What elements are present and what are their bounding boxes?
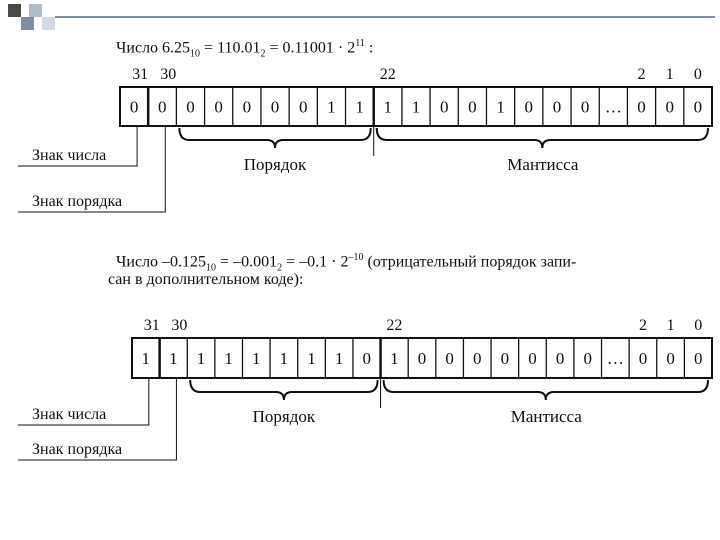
example1-bit-cell: 1 [327, 98, 336, 117]
example2-bit-cell: 0 [528, 349, 537, 368]
example1-bit-cell: 0 [158, 98, 167, 117]
example1-bit-index-31: 31 [132, 66, 148, 83]
example2-note-line2: сан в дополнительном коде): [108, 271, 304, 288]
example1-bit-cell: 0 [271, 98, 280, 117]
example2-bit-cell: 0 [418, 349, 427, 368]
example1-bit-cell: 0 [694, 98, 703, 117]
example2-bit-cell: 1 [142, 349, 151, 368]
example1-caption: Число 6.2510 = 110.012 = 0.11001 · 211 : [116, 38, 374, 60]
example1-bit-cell: 1 [412, 98, 421, 117]
example2-bit-cell: 1 [307, 349, 316, 368]
example2-mantissa-label: Мантисса [511, 407, 583, 426]
example1-decimal-base: 10 [190, 48, 201, 60]
example2-bit-index-1: 1 [667, 317, 675, 334]
example1-caption-tail: : [368, 39, 374, 57]
example2-exp-sign-label: Знак порядка [32, 441, 122, 458]
example1-sign-label: Знак числа [32, 147, 106, 164]
example2-bit-cell: 1 [280, 349, 289, 368]
example1-exponent-label: Порядок [244, 155, 307, 174]
example2-bit-cell: 1 [169, 349, 178, 368]
example2-decimal-base: 10 [206, 262, 217, 274]
header-square-1 [8, 4, 21, 17]
example2-bit-cell: 1 [390, 349, 399, 368]
example2-register-frame [131, 337, 713, 379]
example2-bit-cell: 0 [501, 349, 510, 368]
example1-bit-cell: 0 [299, 98, 308, 117]
example1-bit-cell: 0 [553, 98, 562, 117]
example1-exp-sign-leader [18, 126, 166, 213]
example2-exponent: –10 [348, 252, 364, 263]
example2-normalized-value: –0.1 · 2 [299, 253, 349, 271]
example2-caption-word: Число [116, 253, 159, 271]
example1-bit-index-0: 0 [694, 66, 702, 83]
example2-decimal-value: –0.125 [162, 253, 207, 271]
example1-bit-cell: 1 [496, 98, 505, 117]
example1-exponent-brace [178, 127, 372, 149]
example1-bit-index-30: 30 [160, 66, 176, 83]
example1-bit-cell: 0 [525, 98, 534, 117]
example2-bit-cell: 0 [694, 349, 703, 368]
example1-bit-cell: 0 [186, 98, 195, 117]
example2-bit-cell: 0 [666, 349, 675, 368]
example1-bit-cell: 0 [665, 98, 674, 117]
example2-bit-cell: 0 [556, 349, 565, 368]
example2-binary-base: 2 [277, 262, 283, 274]
example1-decimal-value: 6.25 [162, 39, 191, 57]
example2-exponent-label: Порядок [253, 407, 316, 426]
example2-caption: Число –0.12510 = –0.0012 = –0.1 · 2–10 (… [116, 252, 577, 274]
example2-bit-index-0: 0 [694, 317, 702, 334]
slide-header-decoration [8, 4, 715, 30]
example2-bit-cell: 0 [473, 349, 482, 368]
example1-bit-index-22: 22 [380, 66, 396, 83]
example1-binary-value: 110.01 [217, 39, 261, 57]
example2-bit-cell: 1 [252, 349, 261, 368]
example2-bit-cell: 1 [197, 349, 206, 368]
header-square-2 [21, 17, 34, 30]
example2-bit-cell: … [607, 349, 624, 368]
example1-mantissa-label: Мантисса [507, 155, 579, 174]
example2-sign-leader [18, 378, 150, 426]
example2-bit-cell: 1 [224, 349, 233, 368]
example2-bit-index-2: 2 [639, 317, 647, 334]
example1-exponent: 11 [355, 38, 365, 49]
example1-bit-cell: 0 [440, 98, 449, 117]
example2-mantissa-brace [382, 379, 709, 401]
example2-bit-index-30: 30 [171, 317, 187, 334]
example2-bit-cell: 1 [335, 349, 344, 368]
example2-bit-cell: 0 [583, 349, 592, 368]
example1-bit-index-2: 2 [638, 66, 646, 83]
example1-register-frame [119, 86, 713, 127]
example1-bit-cell: … [605, 98, 622, 117]
header-square-3 [29, 4, 42, 17]
example1-bit-cell: 1 [355, 98, 364, 117]
example1-bit-cell: 0 [214, 98, 223, 117]
example2-bit-cell: 0 [363, 349, 372, 368]
example1-bit-cell: 0 [581, 98, 590, 117]
header-square-4 [42, 17, 55, 30]
example2-binary-value: –0.001 [233, 253, 278, 271]
example2-bit-index-22: 22 [386, 317, 402, 334]
example1-exp-sign-label: Знак порядка [32, 193, 122, 210]
example1-mantissa-brace [375, 127, 709, 149]
example1-binary-base: 2 [260, 48, 266, 60]
example2-sign-label: Знак числа [32, 406, 106, 423]
example1-bit-cell: 0 [243, 98, 252, 117]
example1-caption-word: Число [116, 39, 159, 57]
example2-bit-index-31: 31 [144, 317, 160, 334]
example1-bit-cell: 0 [637, 98, 646, 117]
example1-bit-cell: 0 [468, 98, 477, 117]
example2-exp-sign-leader [18, 378, 177, 461]
example2-bit-cell: 0 [639, 349, 648, 368]
example2-note-line1: (отрицательный порядок запи- [367, 253, 577, 271]
example2-bit-cell: 0 [445, 349, 454, 368]
example2-exponent-brace [189, 379, 379, 401]
example1-sign-leader [18, 126, 138, 167]
example1-bit-index-1: 1 [666, 66, 674, 83]
example1-bit-cell: 0 [130, 98, 139, 117]
example1-normalized-value: 0.11001 · 2 [282, 39, 356, 57]
example1-bit-cell: 1 [384, 98, 393, 117]
